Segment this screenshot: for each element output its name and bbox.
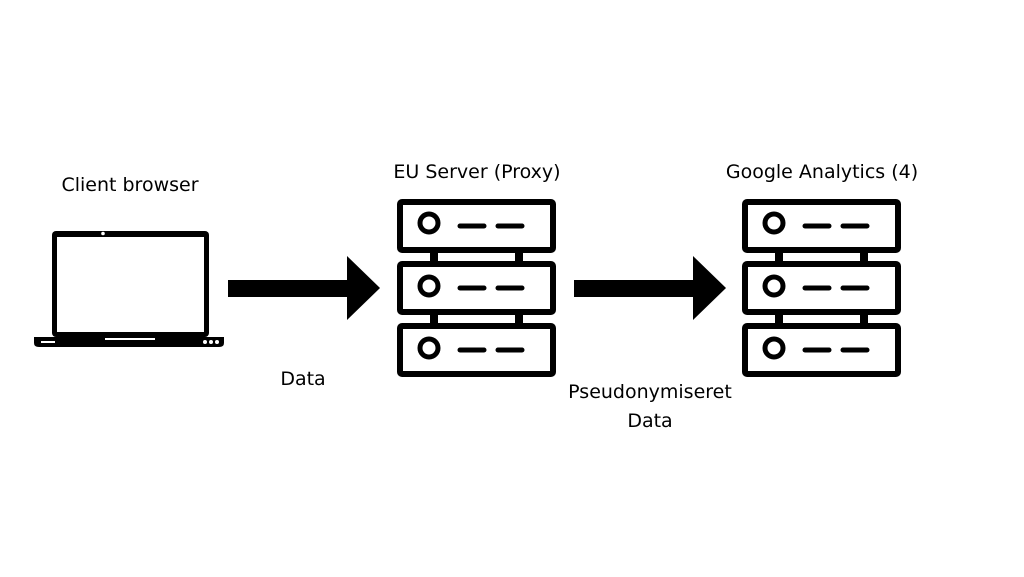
server-rack-icon bbox=[742, 199, 901, 377]
client-browser-label: Client browser bbox=[61, 174, 199, 196]
eu-server-label: EU Server (Proxy) bbox=[393, 161, 561, 183]
arrow-client-to-proxy bbox=[228, 256, 380, 320]
edge-label-pseudonymised-line2: Data bbox=[627, 410, 673, 432]
laptop-icon bbox=[34, 231, 224, 347]
edge-label-pseudonymised-line1: Pseudonymiseret bbox=[568, 381, 732, 403]
server-rack-icon bbox=[397, 199, 556, 377]
edge-label-data: Data bbox=[280, 368, 326, 390]
google-analytics-label: Google Analytics (4) bbox=[725, 161, 919, 183]
arrow-proxy-to-analytics bbox=[574, 256, 726, 320]
